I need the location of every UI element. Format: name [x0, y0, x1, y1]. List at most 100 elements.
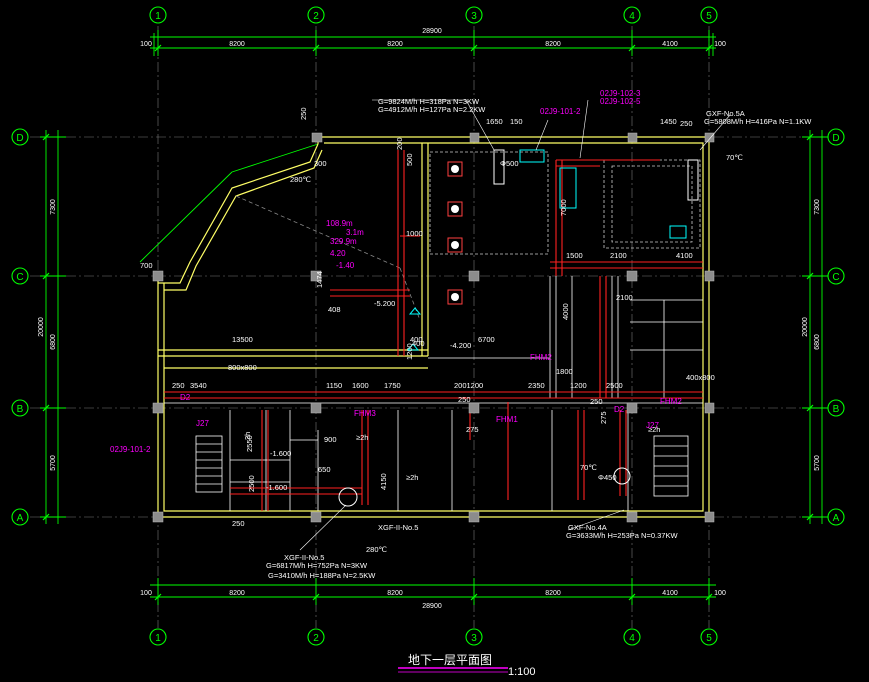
dim-bottom-bay-4: 4100: [662, 590, 678, 597]
grid-col-5-top: 5: [706, 11, 712, 22]
drawing-label: 2100: [610, 251, 627, 260]
dimension-texts-vertical: 7300 6800 5700 20000 7300 6800 5700 2000…: [38, 199, 821, 471]
drawing-label: 1750: [384, 381, 401, 390]
drawing-label: 4100: [676, 251, 693, 260]
drawing-label: 13500: [232, 335, 253, 344]
drawing-label: -1.40: [336, 261, 355, 270]
dim-left-row-1: 7300: [50, 199, 57, 215]
drawing-label: 800x800: [228, 363, 257, 372]
dim-bottom-edge-right: 100: [714, 590, 726, 597]
dim-right-total: 20000: [802, 317, 809, 337]
drawing-label: 4150: [379, 473, 388, 490]
drawing-label: 250: [232, 519, 245, 528]
grid-bubbles: [11, 6, 845, 646]
grid-labels: 1 2 3 4 5 1 2 3 4 5 D C B A D C B A: [16, 11, 839, 644]
drawing-label: 4.20: [330, 249, 346, 258]
drawing-label: 1500: [566, 251, 583, 260]
drawing-label: 408: [328, 305, 341, 314]
drawing-label: -1.600: [270, 449, 291, 458]
drawing-label: 500: [405, 153, 414, 166]
drawing-label: D2: [180, 393, 191, 402]
drawing-label: 3.1m: [346, 228, 364, 237]
drawing-label: 2100: [616, 293, 633, 302]
drawing-label: 1000: [406, 229, 423, 238]
dimension-texts: 28900 8200 8200 8200 4100 100 100 28900 …: [140, 28, 726, 610]
grid-row-b-right: B: [833, 404, 840, 415]
drawing-label: G=3410M/h H=188Pa N=2.5KW: [268, 571, 376, 580]
drawing-label: 2350: [528, 381, 545, 390]
drawing-label: 150: [510, 117, 523, 126]
drawing-title: 地下一层平面图: [408, 653, 492, 667]
drawing-label: FHM2: [660, 397, 682, 406]
drawing-label: ≥2h: [356, 433, 368, 442]
grid-col-1-top: 1: [155, 11, 161, 22]
grid-col-4-top: 4: [629, 11, 635, 22]
drawing-label: 200: [395, 137, 404, 150]
dim-left-row-2: 6800: [50, 334, 57, 350]
drawing-label: J27: [196, 419, 209, 428]
leaders: [299, 99, 731, 551]
drawing-label: 329.9m: [330, 237, 357, 246]
ducts: [164, 150, 703, 511]
dim-top-bay-4: 4100: [662, 41, 678, 48]
dim-bottom-bay-2: 8200: [387, 590, 403, 597]
dim-bottom-bay-3: 8200: [545, 590, 561, 597]
drawing-label: ≥2h: [648, 425, 660, 434]
drawing-labels: 13500 6700 400 1500 2100 4100 3540 1150 1600 1750…: [110, 89, 812, 580]
drawing-label: 1474: [315, 271, 324, 288]
walls: [157, 136, 710, 518]
dim-right-row-2: 6800: [814, 334, 821, 350]
drawing-label: 400: [410, 335, 423, 344]
drawing-label: J27: [646, 421, 659, 430]
drawing-label: 280℃: [366, 545, 388, 554]
grid-row-b-left: B: [17, 404, 24, 415]
drawing-label: Φ450: [598, 473, 617, 482]
drawing-label: G=9824M/h H=318Pa N=3KW: [378, 97, 480, 106]
drawing-label: 1600: [352, 381, 369, 390]
drawing-label: 900: [324, 435, 337, 444]
drawing-label: ≥2h: [406, 473, 418, 482]
drawing-label: 108.9m: [326, 219, 353, 228]
drawing-label: 1150: [326, 381, 342, 390]
drawing-label: 250: [590, 397, 603, 406]
drawing-label: 4000: [561, 303, 570, 320]
drawing-label: 280℃: [290, 175, 312, 184]
drawing-label: FHM3: [354, 409, 376, 418]
drawing-label: XGF-II-No.5: [378, 523, 418, 532]
drawing-label: 6700: [478, 335, 495, 344]
equipment: [338, 149, 699, 507]
dim-top-edge-left: 100: [140, 41, 152, 48]
grid-row-d-left: D: [16, 133, 23, 144]
drawing-label: FHM2: [530, 353, 552, 362]
drawing-label: 2001200: [454, 381, 483, 390]
dim-right-row-3: 5700: [814, 455, 821, 471]
dim-left-row-3: 5700: [50, 455, 57, 471]
drawing-label: 250: [172, 381, 185, 390]
drawing-label: FHM1: [496, 415, 518, 424]
drawing-label: 400x800: [686, 373, 715, 382]
drawing-label: 02J9-102-3: [600, 89, 641, 98]
drawing-label: 250: [458, 395, 471, 404]
drawing-label: 1450: [660, 117, 677, 126]
drawing-label: GXF-No.5A: [706, 109, 745, 118]
drawing-label: D2: [614, 405, 625, 414]
dim-right-row-1: 7300: [814, 199, 821, 215]
drawing-label: 400: [412, 339, 425, 348]
drawing-label: 2550: [245, 435, 254, 452]
columns: [152, 132, 715, 523]
drawing-label: 275: [466, 425, 479, 434]
drawing-label: G=6817M/h H=752Pa N=3KW: [266, 561, 368, 570]
drawing-label: 3540: [190, 381, 207, 390]
grid-row-a-right: A: [833, 513, 840, 524]
drawing-label: 2500: [247, 475, 256, 492]
grid-row-a-left: A: [17, 513, 24, 524]
drawing-label: Φ500: [500, 159, 519, 168]
drawing-label: 275: [599, 411, 608, 424]
grid-col-3-top: 3: [471, 11, 477, 22]
drawing-label: G=4912M/h H=127Pa N=2.2KW: [378, 105, 486, 114]
grid-row-c-right: C: [832, 272, 839, 283]
dim-bottom-bay-1: 8200: [229, 590, 245, 597]
drawing-label: 2500: [606, 381, 623, 390]
drawing-label: 650: [318, 465, 331, 474]
